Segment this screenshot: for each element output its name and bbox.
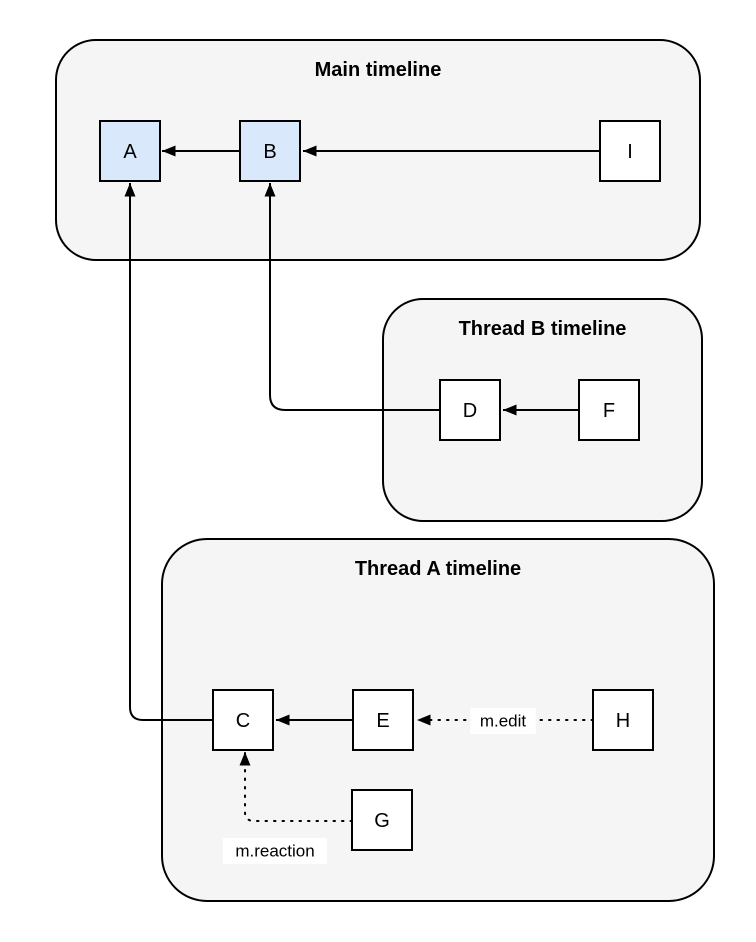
node-label-B: B: [263, 141, 276, 163]
node-G: [351, 789, 413, 851]
node-label-A: A: [123, 141, 137, 163]
node-label-C: C: [236, 710, 250, 732]
node-label-G: G: [374, 810, 390, 832]
container-title-thread-a-timeline: Thread A timeline: [355, 558, 521, 580]
node-I: [599, 120, 661, 182]
edge-label-G-to-C: m.reaction: [235, 842, 314, 861]
node-E: [352, 689, 414, 751]
container-title-thread-b-timeline: Thread B timeline: [459, 318, 627, 340]
node-label-D: D: [463, 400, 477, 422]
node-D: [439, 379, 501, 441]
edges-layer: [124, 145, 600, 822]
edge-labels-layer: m.edit m.reaction: [223, 708, 536, 864]
edge-C-to-A: [124, 183, 213, 721]
node-A: [99, 120, 161, 182]
node-B: [239, 120, 301, 182]
node-C: [212, 689, 274, 751]
node-label-I: I: [627, 141, 633, 163]
node-label-H: H: [616, 710, 630, 732]
container-title-main-timeline: Main timeline: [315, 59, 442, 81]
edge-label-bg-G-to-C: [223, 838, 327, 864]
edge-label-bg-H-to-E: [470, 708, 536, 734]
edge-G-to-C: [239, 751, 353, 822]
node-F: [578, 379, 640, 441]
node-label-E: E: [376, 710, 389, 732]
nodes-layer: A B I D F C E H G: [99, 120, 661, 851]
node-label-F: F: [603, 400, 615, 422]
edge-label-H-to-E: m.edit: [480, 712, 527, 731]
node-H: [592, 689, 654, 751]
edge-D-to-B: [264, 183, 440, 411]
